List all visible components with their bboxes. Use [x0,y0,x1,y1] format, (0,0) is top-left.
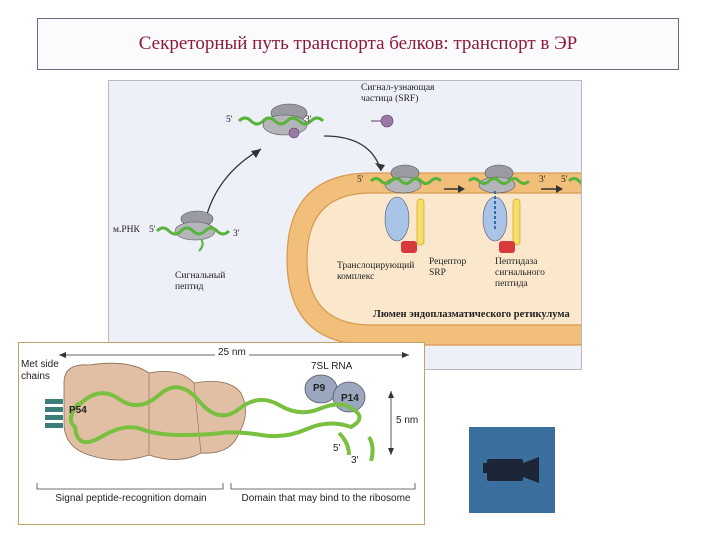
rna-7sl [68,385,362,445]
er-lumen [307,193,581,325]
ribosome-docked-1 [369,164,443,253]
ribosome-left [155,210,231,252]
label-three-prime-top: 3' [305,115,312,125]
video-camera-icon [483,457,539,483]
page-title: Секреторный путь транспорта белков: тран… [138,33,578,54]
label-five-prime-docked-3: 5' [561,175,568,185]
srp-particle [380,114,394,128]
label-translocon: Транслоцирующий комплекс [337,261,415,282]
label-five-prime-top: 5' [226,115,233,125]
label-srp-receptor: Рецептор SRP [429,257,467,278]
ribosome-top [237,103,325,139]
label-met-side-chains: Met side chains [21,359,59,382]
label-p9: P9 [313,383,326,394]
label-25nm: 25 nm [215,347,249,359]
label-domain-right: Domain that may bind to the ribosome [241,493,411,504]
label-three-prime-left: 3' [233,229,240,239]
ribosome-docked-2 [467,164,531,253]
label-p54: P54 [69,405,87,416]
video-button[interactable] [469,427,555,513]
label-p14: P14 [341,393,359,404]
title-box: Секреторный путь транспорта белков: тран… [37,18,679,70]
label-mrna: м.РНК [113,225,140,235]
label-7sl-rna: 7SL RNA [311,361,353,372]
label-domain-left: Signal peptide-recognition domain [55,493,207,504]
cycle-arrow-left [203,148,262,227]
label-er-lumen: Люмен эндоплазматического ретикулума [373,309,570,320]
cycle-arrow-right [323,135,382,172]
label-three-prime-docked-2: 3' [539,175,546,185]
label-5nm: 5 nm [396,415,419,426]
pathway-svg [155,103,581,346]
label-srp: Сигнал-узнающая частица (SRF) [361,83,435,104]
label-five-prime-docked-1: 5' [357,175,364,185]
label-five-prime-sub: 5' [333,443,341,454]
label-three-prime-sub: 3' [351,455,359,466]
label-five-prime-left: 5' [149,225,156,235]
ribosome-docked-3 [567,177,581,187]
srp-pathway-diagram: Сигнал-узнающая частица (SRF) 5' 3' 5' 3… [108,80,582,370]
label-signal-peptide: Сигнальный пептид [175,271,226,292]
p54-domain [63,362,246,461]
label-peptidase: Пептидаза сигнального пептида [495,257,545,289]
structure-svg [36,352,416,490]
srp-structure-diagram: 25 nm Met side chains 7SL RNA P54 P9 P14… [18,342,425,525]
